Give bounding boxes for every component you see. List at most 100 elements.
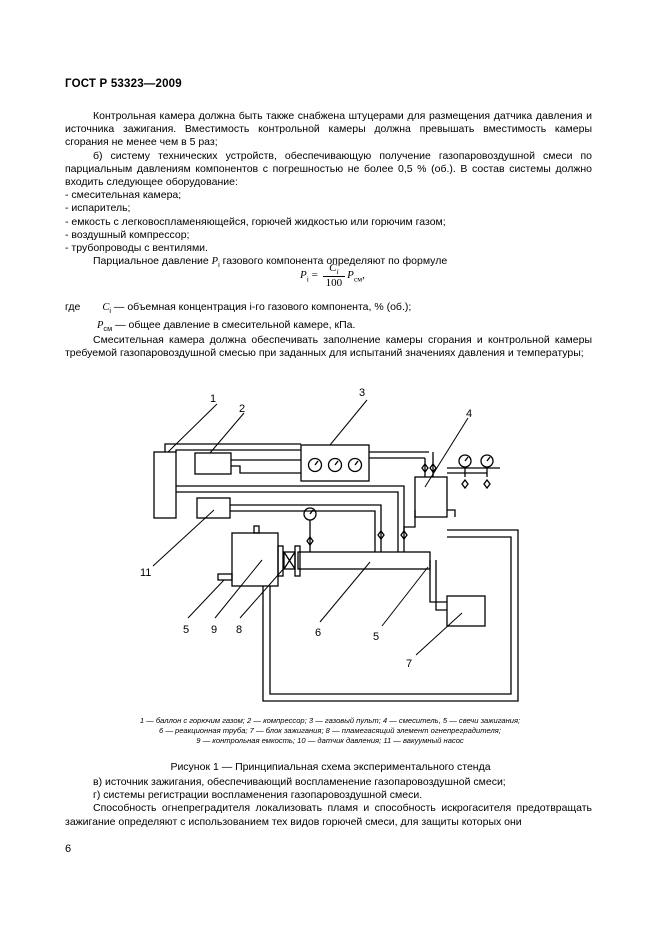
valve-icon <box>461 478 469 490</box>
outro-section: в) источник зажигания, обеспечивающий во… <box>65 776 592 829</box>
reaction-tube <box>297 551 431 570</box>
label-6: 6 <box>315 627 321 639</box>
formula-eq: = <box>308 269 321 282</box>
where-block: где Ci — объемная концентрация i-го газов… <box>65 300 411 336</box>
leader-line <box>319 561 371 623</box>
paragraph: б) систему технических устройств, обеспе… <box>65 149 592 189</box>
leader-line <box>214 559 263 619</box>
label-9: 9 <box>211 624 217 636</box>
symbol: P <box>97 320 104 332</box>
pipe <box>176 485 405 552</box>
flange <box>277 545 284 577</box>
pipe <box>231 465 301 474</box>
list-item: - испаритель; <box>65 202 131 215</box>
where-text: — общее давление в смесительной камере, … <box>112 319 356 332</box>
flange <box>294 545 301 577</box>
formula-num-sub: i <box>336 267 339 277</box>
mixer <box>414 476 448 518</box>
paragraph: Контрольная камера должна быть также сна… <box>65 110 592 149</box>
gas-cylinder <box>153 451 177 519</box>
experimental-stand-diagram: 1 2 3 4 11 5 9 8 6 5 7 <box>140 387 519 702</box>
label-7: 7 <box>406 658 412 670</box>
gauge-needle <box>334 460 339 466</box>
where-label: где <box>65 301 81 313</box>
valve-icon <box>377 529 385 541</box>
figure-title: Рисунок 1 — Принципиальная схема экспери… <box>170 761 491 773</box>
formula-den: 100 <box>325 277 343 290</box>
text-run: Парциальное давление <box>93 255 212 268</box>
pipe <box>175 449 301 452</box>
gauge-needle <box>314 460 319 466</box>
valve-icon <box>400 529 408 541</box>
gauge-needle <box>486 456 491 462</box>
pressure-gauge-icon <box>307 457 323 473</box>
valve-icon <box>429 462 437 474</box>
leader-line <box>381 566 429 627</box>
formula-lhs: P <box>300 269 307 282</box>
pressure-gauge-icon <box>327 457 343 473</box>
caption-line: 6 — реакционная труба; 7 — блок зажигани… <box>159 726 501 735</box>
label-4: 4 <box>466 408 472 420</box>
leader-line <box>415 612 463 656</box>
pipe <box>176 491 399 552</box>
leader-line <box>187 579 225 619</box>
text-run: газового компонента определяют по формул… <box>219 255 448 268</box>
leader-line <box>209 412 245 454</box>
paragraph: г) системы регистрации воспламенения газ… <box>93 789 423 802</box>
formula-num: C <box>329 262 337 274</box>
paragraph: Способность огнепреградителя локализоват… <box>65 802 592 828</box>
label-5: 5 <box>183 624 189 636</box>
leader-line <box>329 399 368 446</box>
figure-caption: 1 — баллон с горючим газом; 2 — компресс… <box>90 716 570 746</box>
symbol: P <box>211 256 219 268</box>
list-item: - емкость с легковоспламеняющейся, горюч… <box>65 215 446 228</box>
gas-panel <box>300 444 370 482</box>
label-8: 8 <box>236 624 242 636</box>
intro-section: Контрольная камера должна быть также сна… <box>65 110 592 272</box>
label-3: 3 <box>359 387 365 399</box>
formula-lhs-sub: i <box>306 274 309 284</box>
leader-line <box>239 565 287 619</box>
list-item: - смесительная камера; <box>65 189 182 202</box>
paragraph: Смесительная камера должна обеспечивать … <box>65 334 592 360</box>
leader-line <box>152 509 215 567</box>
label-5b: 5 <box>373 631 379 643</box>
valve-icon <box>306 535 314 547</box>
pipe <box>403 510 416 533</box>
compressor <box>194 452 232 475</box>
pipe <box>429 560 447 603</box>
symbol-sub: i <box>218 260 220 270</box>
document-header: ГОСТ Р 53323—2009 <box>65 78 182 90</box>
label-11: 11 <box>140 567 151 579</box>
pipe <box>269 536 512 695</box>
list-item: - трубопроводы с вентилями. <box>65 242 208 255</box>
label-2: 2 <box>239 403 245 415</box>
pressure-gauge-icon <box>347 457 363 473</box>
symbol-sub: i <box>109 306 111 316</box>
valve-icon <box>421 462 429 474</box>
spark-plug <box>217 573 233 581</box>
gauge-needle <box>309 509 314 515</box>
page-number: 6 <box>65 843 72 855</box>
formula-rhs: P <box>347 269 354 282</box>
gauge-needle <box>464 456 469 462</box>
where-line: где Ci — объемная концентрация i-го газов… <box>65 300 411 318</box>
pipe <box>262 529 519 702</box>
symbol: C <box>102 302 110 313</box>
caption-line: 9 — контрольная емкость; 10 — датчик дав… <box>196 736 464 745</box>
leader-line <box>167 403 218 453</box>
formula-end: , <box>362 269 365 282</box>
pipe <box>230 510 376 552</box>
symbol-sub: см <box>103 324 113 334</box>
formula-rhs-sub: см <box>353 274 363 284</box>
pipe <box>435 560 447 611</box>
where-text: — объемная концентрация i-го газового ко… <box>110 301 412 313</box>
where-line: Pсм — общее давление в смесительной каме… <box>65 318 411 336</box>
leader-line <box>424 417 469 488</box>
gauge-needle <box>354 460 359 466</box>
paragraph: Парциальное давление Pi газового компоне… <box>65 255 592 271</box>
list-item: - воздушный компрессор; <box>65 228 190 241</box>
vessel-fitting <box>253 525 260 534</box>
label-1: 1 <box>210 393 216 405</box>
